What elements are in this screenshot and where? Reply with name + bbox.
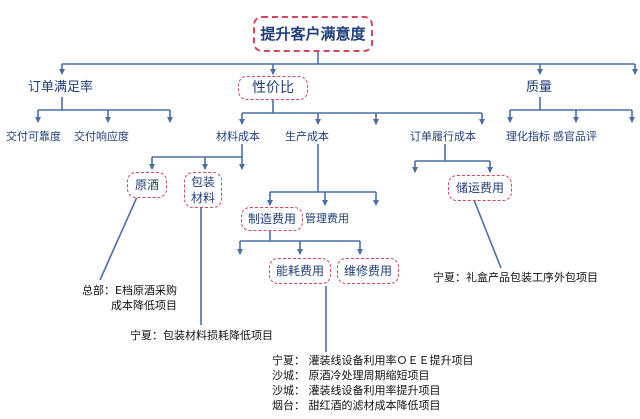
site-project-item: 沙城： 原酒冷处理周期缩短项目: [272, 369, 430, 382]
ningxia-gift-box-note: 宁夏：礼盒产品包装工序外包项目: [433, 271, 598, 284]
packaging-material-line2: 材料: [190, 191, 215, 205]
cost-performance-node: 性价比: [238, 76, 308, 100]
site-projects-list: 宁夏： 灌装线设备利用率ＯＥＥ提升项目 沙城： 原酒冷处理周期缩短项目 沙城： …: [272, 353, 474, 413]
site-project-item: 沙城： 灌装线设备利用率提升项目: [272, 384, 441, 397]
packaging-material-line1: 包装: [190, 174, 215, 189]
hq-project-note-line2: 成本降低项目: [110, 299, 177, 312]
delivery-reliability-node: 交付可靠度: [6, 130, 61, 143]
site-project-item: 宁夏： 灌装线设备利用率ＯＥＥ提升项目: [272, 354, 474, 367]
packaging-material-node: 包装 材料: [184, 172, 222, 208]
raw-liquor-node: 原酒: [127, 172, 167, 198]
order-fulfillment-cost-node: 订单履行成本: [410, 130, 476, 143]
hq-project-note: 总部：E档原酒采购 成本降低项目: [82, 283, 177, 313]
energy-expense-node: 能耗费用: [269, 258, 331, 284]
manufacturing-expense-node: 制造费用: [241, 207, 303, 231]
production-cost-node: 生产成本: [285, 130, 329, 143]
sensory-evaluation-node: 感官品评: [553, 130, 597, 143]
delivery-responsiveness-node: 交付响应度: [74, 130, 129, 143]
material-cost-node: 材料成本: [216, 130, 260, 143]
storage-transport-expense-node: 储运费用: [448, 175, 512, 201]
root-node: 提升客户满意度: [253, 16, 373, 52]
hq-project-note-line1: 总部：E档原酒采购: [82, 284, 177, 297]
ningxia-packaging-note: 宁夏：包装材料损耗降低项目: [130, 329, 273, 342]
quality-node: 质量: [526, 80, 553, 95]
order-fulfillment-rate-node: 订单满足率: [28, 80, 94, 95]
physicochemical-index-node: 理化指标: [506, 130, 550, 143]
maintenance-expense-node: 维修费用: [337, 258, 399, 284]
site-project-item: 烟台： 甜红酒的滤材成本降低项目: [272, 399, 441, 412]
management-expense-node: 管理费用: [305, 212, 349, 225]
